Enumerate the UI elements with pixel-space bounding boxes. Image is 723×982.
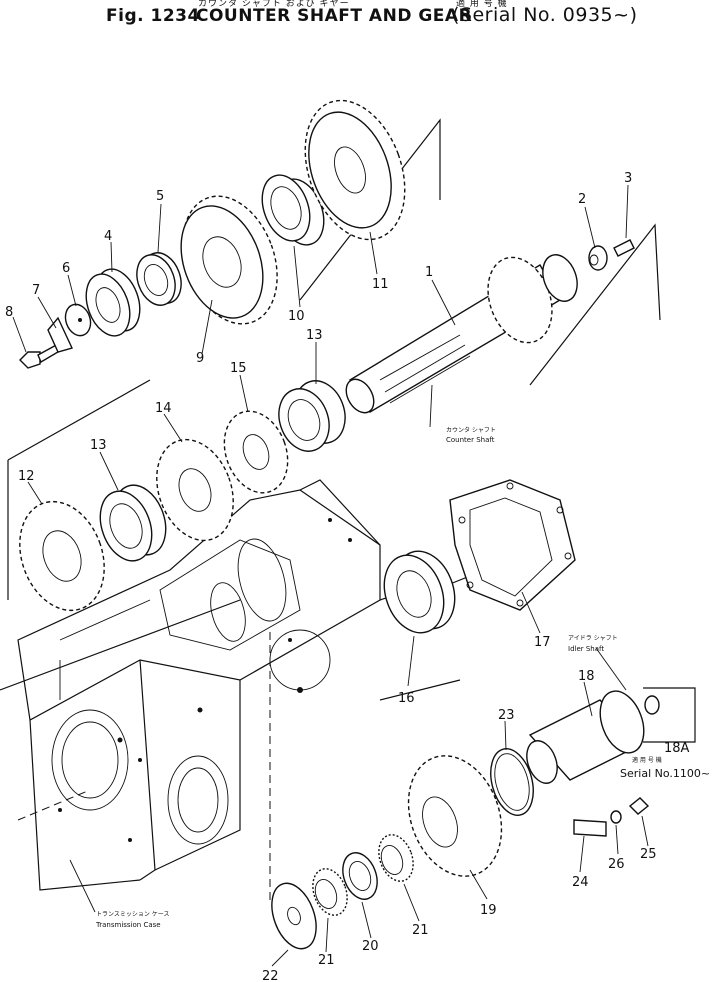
- counter-shaft-caption: Counter Shaft: [446, 436, 495, 444]
- idler-shaft-caption: Idler Shaft: [568, 645, 604, 653]
- gear-12: [19, 500, 105, 612]
- callout-16: 16: [398, 691, 415, 706]
- o-ring-23: [490, 748, 534, 816]
- bearing-16: [383, 550, 456, 634]
- callout-9: 9: [196, 351, 204, 366]
- serial-caption: Serial No.1100~: [620, 767, 710, 780]
- bearing-21-upper: [378, 834, 414, 882]
- figure-name: COUNTER SHAFT AND GEAR: [196, 6, 473, 26]
- figure-number: Fig. 1234: [106, 6, 200, 26]
- lock-plate-7: [47, 316, 73, 353]
- counter-shaft-1: [345, 254, 578, 414]
- gear-14: [156, 438, 234, 542]
- serial-range: (Serial No. 0935~): [452, 4, 638, 26]
- collar-13-upper: [278, 380, 346, 452]
- callout-19: 19: [480, 903, 497, 918]
- part-captions: カウンタ シャフト Counter Shaft アイドラ シャフト Idler …: [95, 426, 710, 929]
- plate-6: [64, 303, 92, 337]
- callout-21-upper: 21: [412, 923, 429, 938]
- leader-lines: [12, 184, 649, 967]
- callout-6: 6: [62, 261, 70, 276]
- spacer-20: [342, 852, 378, 900]
- idler-shaft-18: [526, 690, 645, 784]
- washer-22: [271, 882, 317, 950]
- lock-plate-24: [573, 819, 607, 837]
- callout-2: 2: [578, 192, 586, 207]
- callout-20: 20: [362, 939, 379, 954]
- callout-18a: 18A: [664, 741, 690, 756]
- callout-1: 1: [425, 265, 433, 280]
- variant-bracket-18a: [643, 687, 696, 743]
- callout-4: 4: [104, 229, 112, 244]
- gasket-17: [449, 479, 576, 611]
- callout-24: 24: [572, 875, 589, 890]
- transmission-case-caption-jp: トランスミッション ケース: [96, 911, 170, 918]
- gear-19: [407, 755, 503, 877]
- bearing-21-lower: [312, 868, 348, 916]
- plug-18a: [644, 695, 660, 715]
- callout-26: 26: [608, 857, 625, 872]
- upper-group-brackets: [299, 118, 661, 386]
- callout-18: 18: [578, 669, 595, 684]
- callout-14: 14: [155, 401, 172, 416]
- callout-13-lower: 13: [90, 438, 107, 453]
- washer-26: [610, 810, 622, 824]
- callout-23: 23: [498, 708, 515, 723]
- callout-7: 7: [32, 283, 40, 298]
- callout-13-upper: 13: [306, 328, 323, 343]
- transmission-case: [17, 479, 381, 891]
- gear-15: [223, 410, 289, 494]
- callout-17: 17: [534, 635, 551, 650]
- gear-9: [180, 195, 278, 325]
- collar-10: [261, 174, 325, 246]
- collar-13-lower: [99, 484, 167, 562]
- gear-11: [304, 99, 406, 241]
- serial-japanese: 適 用 号 機: [456, 0, 508, 9]
- callout-15: 15: [230, 361, 247, 376]
- callout-5: 5: [156, 189, 164, 204]
- serial-caption-jp: 適 用 号 機: [632, 756, 662, 764]
- callout-8: 8: [5, 305, 13, 320]
- callout-22: 22: [262, 969, 279, 982]
- callout-3: 3: [624, 171, 632, 186]
- callout-numbers: 1 2 3 4 5 6 7 8 9 10 11 13 15 14 13 12 1…: [5, 171, 690, 982]
- bolt-25: [628, 797, 650, 815]
- nut-2: [588, 245, 608, 271]
- transmission-case-caption: Transmission Case: [95, 921, 161, 929]
- figure-title: カウンタ シャフト および ギヤー 適 用 号 機 Fig. 1234 COUN…: [0, 0, 723, 34]
- callout-11: 11: [372, 277, 389, 292]
- pin-3: [613, 239, 635, 257]
- callout-10: 10: [288, 309, 305, 324]
- title-japanese: カウンタ シャフト および ギヤー: [198, 0, 350, 9]
- ring-5: [136, 252, 182, 306]
- bearing-4: [85, 268, 141, 337]
- callout-25: 25: [640, 847, 657, 862]
- callout-21-lower: 21: [318, 953, 335, 968]
- idler-shaft-caption-jp: アイドラ シャフト: [568, 635, 618, 642]
- callout-12: 12: [18, 469, 35, 484]
- counter-shaft-caption-jp: カウンタ シャフト: [446, 426, 496, 434]
